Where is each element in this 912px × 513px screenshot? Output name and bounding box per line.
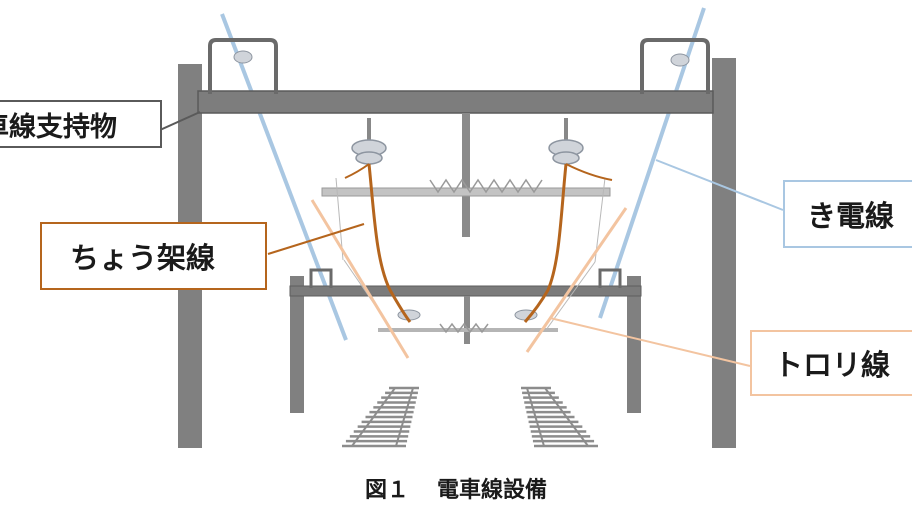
leader-trolley xyxy=(549,317,751,367)
label-catenary-wire: ちょう架線 xyxy=(40,222,267,290)
trolley-wire-left xyxy=(310,199,410,359)
figure-title: 電車線設備 xyxy=(437,478,548,503)
label-feeder-wire: き電線 xyxy=(783,180,912,248)
catenary-span-right xyxy=(565,163,613,181)
leader-feeder xyxy=(655,159,784,211)
left-track xyxy=(342,386,419,448)
leader-catenary xyxy=(267,223,365,255)
front-insulator-left xyxy=(351,118,387,165)
figure-caption: 図１ 電車線設備 xyxy=(0,472,912,504)
catenary-wire-right xyxy=(523,163,568,323)
feeder-insulator-left xyxy=(233,50,253,64)
catenary-span-left xyxy=(344,163,370,179)
label-overhead-line-support: 車線支持物 xyxy=(0,100,162,148)
rear-tensioner xyxy=(439,322,489,334)
rear-support-structure xyxy=(289,268,642,413)
front-support-structure xyxy=(178,38,736,448)
right-track xyxy=(521,386,598,448)
label-catenary-wire-text: ちょう架線 xyxy=(70,241,216,275)
label-overhead-line-support-text: 車線支持物 xyxy=(0,111,117,143)
label-feeder-wire-text: き電線 xyxy=(807,199,895,233)
figure-number: 図１ xyxy=(364,478,409,503)
front-insulator-right xyxy=(548,118,584,165)
trolley-wire-right xyxy=(525,207,628,353)
label-trolley-wire-text: トロリ線 xyxy=(774,348,891,382)
front-tensioner xyxy=(429,178,543,194)
leader-support xyxy=(159,111,201,131)
catenary-wire-left xyxy=(367,163,412,323)
label-trolley-wire: トロリ線 xyxy=(750,330,912,396)
feeder-insulator-right xyxy=(670,53,690,67)
